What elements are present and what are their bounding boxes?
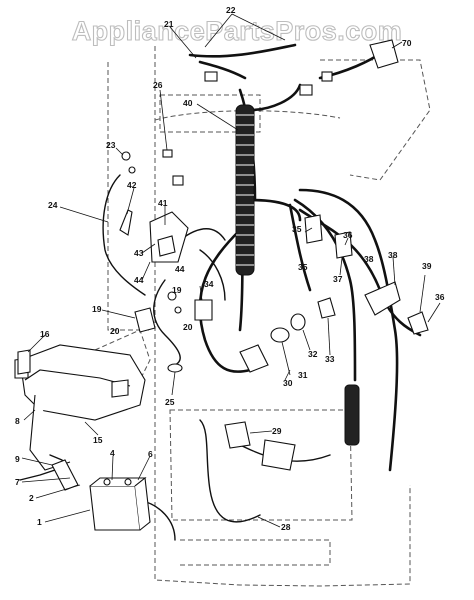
callout-35-b: 35: [298, 262, 308, 272]
callout-4: 4: [110, 448, 115, 458]
callout-29: 29: [272, 426, 282, 436]
callout-21: 21: [164, 19, 174, 29]
callout-43: 43: [134, 248, 144, 258]
callout-34: 34: [204, 279, 214, 289]
callout-22: 22: [226, 5, 236, 15]
callout-70: 70: [402, 38, 412, 48]
callout-42: 42: [127, 180, 137, 190]
callout-26: 26: [153, 80, 163, 90]
leader-lines: [21, 13, 441, 528]
callout-19-a: 19: [92, 304, 102, 314]
callout-20-a: 20: [110, 326, 120, 336]
callout-23: 23: [106, 140, 116, 150]
coiled-harness: [235, 104, 255, 276]
callout-30: 30: [283, 378, 293, 388]
callout-2: 2: [29, 493, 34, 503]
callout-40: 40: [183, 98, 193, 108]
frame-section: [14, 344, 146, 471]
callout-7: 7: [15, 477, 20, 487]
callout-8-a: 8: [15, 416, 20, 426]
callout-35-a: 35: [292, 224, 302, 234]
callout-6: 6: [148, 449, 153, 459]
callout-labels: 22 21 70 26 40 23 42 24 41 43 44 44 19 1…: [15, 5, 445, 532]
callout-44-b: 44: [175, 264, 185, 274]
callout-36-a: 36: [343, 230, 353, 240]
components: [17, 39, 429, 531]
callout-15: 15: [93, 435, 103, 445]
callout-25: 25: [165, 397, 175, 407]
callout-28: 28: [281, 522, 291, 532]
callout-16: 16: [40, 329, 50, 339]
callout-39: 39: [422, 261, 432, 271]
wire-harness: [19, 43, 422, 541]
callout-41: 41: [158, 198, 168, 208]
callout-38-b: 38: [364, 254, 374, 264]
callout-1: 1: [37, 517, 42, 527]
callout-20-b: 20: [183, 322, 193, 332]
callout-33: 33: [325, 354, 335, 364]
callout-19-b: 19: [172, 285, 182, 295]
callout-31: 31: [298, 370, 308, 380]
callout-37: 37: [333, 274, 343, 284]
callout-38: 38: [388, 250, 398, 260]
watermark-text: AppliancePartsPros.com: [72, 16, 403, 46]
callout-44-a: 44: [134, 275, 144, 285]
callout-9: 9: [15, 454, 20, 464]
callout-36-b: 36: [435, 292, 445, 302]
callout-24: 24: [48, 200, 58, 210]
callout-32: 32: [308, 349, 318, 359]
